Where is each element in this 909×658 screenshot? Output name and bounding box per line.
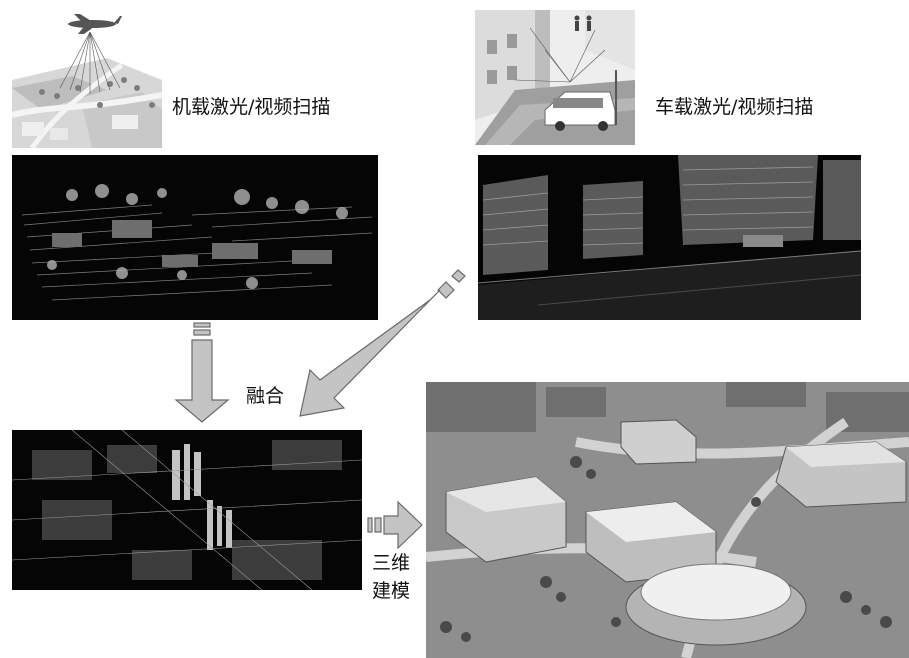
right-arrow-icon	[367, 500, 423, 550]
building-right	[775, 441, 907, 508]
modeling-label-line1: 三维	[372, 552, 411, 574]
fused-point-cloud-image	[12, 430, 362, 590]
building-top	[620, 419, 697, 465]
airplane-icon	[68, 14, 122, 34]
airborne-scan-label: 机载激光/视频扫描	[172, 96, 331, 118]
airborne-scan-illustration	[12, 10, 162, 148]
3d-city-model-image	[426, 382, 909, 658]
fusion-label: 融合	[246, 385, 285, 407]
arena-building	[625, 563, 807, 646]
vehicle-scan-label: 车载激光/视频扫描	[655, 96, 814, 118]
diagonal-arrow-icon	[299, 269, 466, 417]
modeling-label-line2: 建模	[372, 580, 411, 602]
vehicle-point-cloud-image	[478, 155, 861, 320]
vehicle-scan-illustration	[475, 10, 635, 145]
building-left	[445, 476, 567, 563]
airborne-point-cloud-image	[12, 155, 378, 320]
down-arrow-icon	[174, 322, 230, 423]
